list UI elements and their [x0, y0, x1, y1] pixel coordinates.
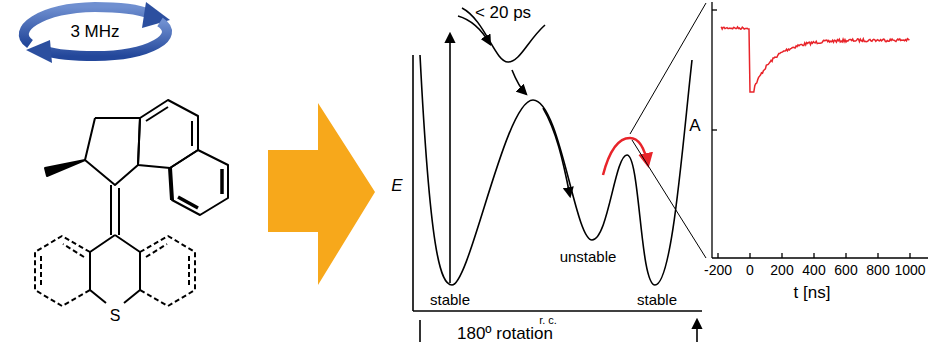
axis-label: A	[689, 117, 700, 134]
kinetic-trace	[721, 27, 909, 92]
tick-label: 600	[834, 263, 857, 277]
inset-plot	[712, 2, 928, 258]
molecule	[35, 100, 228, 306]
tick-label: 1000	[894, 263, 925, 277]
frequency-label: 3 MHz	[70, 23, 119, 40]
tick-label: -200	[704, 263, 732, 277]
rotation-label: 180º rotation	[457, 325, 553, 342]
state-label: stable	[637, 292, 677, 307]
tick-label: 200	[770, 263, 793, 277]
state-label: unstable	[560, 249, 617, 264]
tick-label: 400	[802, 263, 825, 277]
atom-label: S	[110, 308, 121, 324]
tick-label: 800	[866, 263, 889, 277]
axis-label: E	[391, 177, 402, 194]
rotation-arrows	[24, 2, 170, 63]
state-label: stable	[430, 292, 470, 307]
time-label: < 20 ps	[475, 4, 531, 21]
energy-diagram	[413, 3, 706, 342]
process-arrow	[268, 103, 375, 285]
tick-label: 0	[746, 263, 754, 277]
axis-label: t [ns]	[794, 284, 831, 301]
